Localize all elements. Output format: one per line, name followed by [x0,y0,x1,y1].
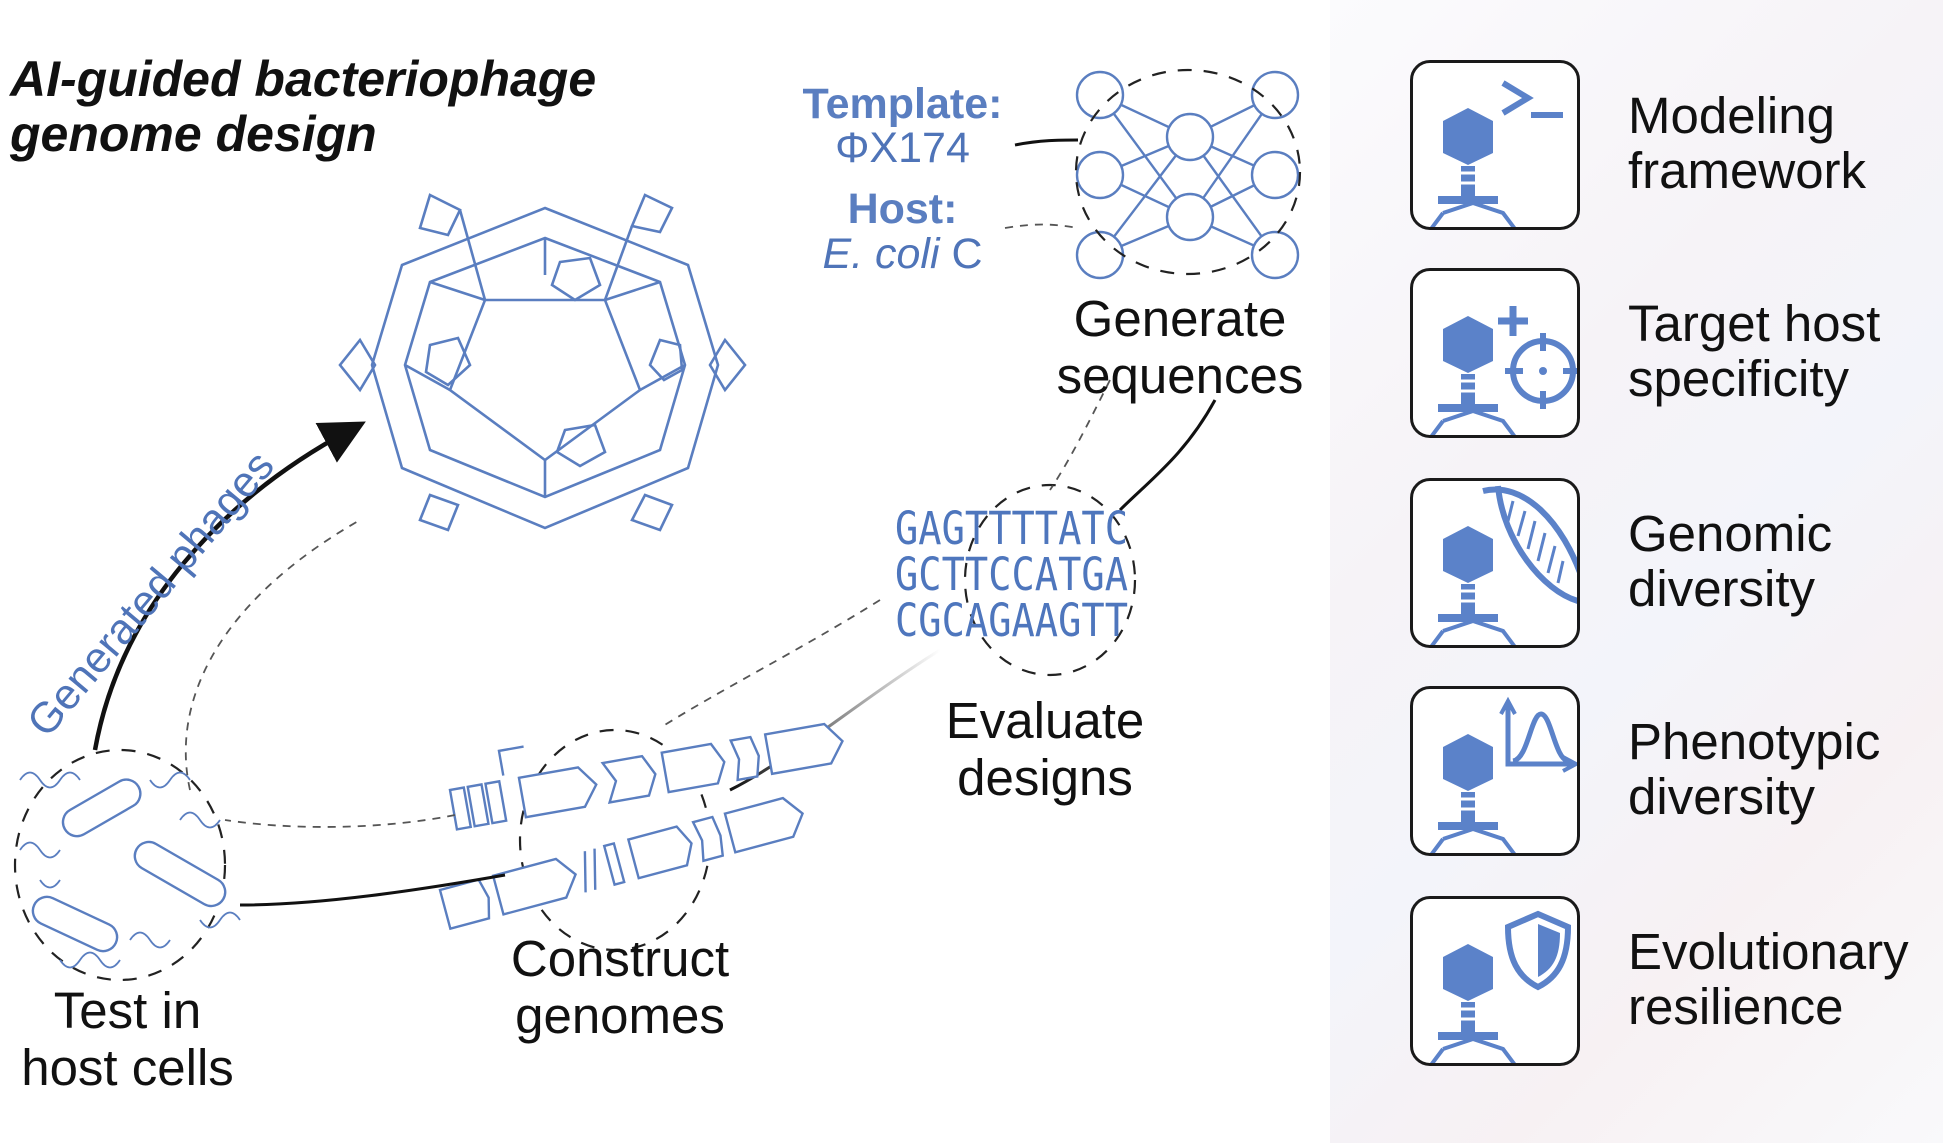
phage-icon [1430,108,1516,227]
distribution-chart-icon [1430,696,1577,853]
generated-phages-arrow [92,421,366,751]
test-focus-ring [13,748,227,982]
sequence-block: GAGTTTTATC GCTTCCATGA CGCAGAAGTT [895,506,1128,644]
feature-label-line-2: diversity [1628,768,1816,825]
terminal-icon [1430,80,1563,227]
feature-label-line-1: Phenotypic [1628,713,1881,770]
step-construct-line-1: Construct [510,930,730,987]
step-generate-line-1: Generate [1073,290,1287,347]
construct-to-test-connector [239,873,506,907]
feature-label: Modeling framework [1628,88,1866,198]
feature-label: Genomic diversity [1628,506,1832,616]
feature-evolutionary-resilience: Evolutionary resilience [1410,896,1930,1071]
neural-network-illustration [1075,70,1300,280]
phage-icon [1430,944,1516,1063]
phage-icon [1430,526,1516,645]
step-evaluate-label: Evaluate designs [915,692,1175,806]
genome-construct-illustration [438,722,844,931]
crosshair-plus-icon [1430,306,1577,435]
step-construct-line-2: genomes [515,987,725,1044]
step-test-line-1: Test in [53,982,202,1039]
feature-phenotypic-diversity: Phenotypic diversity [1410,686,1930,861]
host-organism: E. coli [822,230,940,278]
host-connector [1004,223,1079,229]
template-connector [1014,138,1079,147]
feature-label-line-1: Evolutionary [1628,923,1909,980]
feature-icon-box [1410,896,1580,1066]
step-test-label: Test in host cells [0,982,255,1096]
step-evaluate-line-2: designs [957,749,1133,806]
feature-modeling-framework: Modeling framework [1410,60,1930,235]
feature-label-line-2: specificity [1628,350,1850,407]
feature-label-line-2: resilience [1628,978,1844,1035]
step-evaluate-line-1: Evaluate [945,692,1145,749]
generate-to-evaluate-connector [1118,399,1217,512]
sequence-line: GCTTCCATGA [895,548,1129,601]
phage-icon [1430,734,1516,853]
bacteria-illustration [19,771,241,969]
feature-genomic-diversity: Genomic diversity [1410,478,1930,653]
feature-label-line-1: Modeling [1628,87,1835,144]
feature-icon-box [1410,268,1580,438]
nn-focus-ring [1074,68,1302,276]
construct-to-test-dashed [224,814,456,828]
shield-icon [1430,910,1572,1063]
step-construct-label: Construct genomes [480,930,760,1044]
dna-helix-icon [1430,485,1577,645]
feature-label-line-1: Genomic [1628,505,1833,562]
figure-title: AI-guided bacteriophage genome design [10,52,596,162]
template-value: ΦX174 [835,124,970,172]
step-generate-line-2: sequences [1056,347,1304,404]
host-strain: C [939,230,983,278]
feature-label: Target host specificity [1628,296,1880,406]
step-test-line-2: host cells [21,1039,234,1096]
sequence-line: GAGTTTTATC [895,502,1129,555]
feature-icon-box [1410,60,1580,230]
step-generate-label: Generate sequences [1030,290,1330,404]
evaluate-to-construct-dashed [659,599,881,729]
evaluate-to-construct-connector [729,648,941,792]
evaluate-focus-ring [963,483,1137,677]
feature-label-line-1: Target host [1628,295,1881,352]
feature-label-line-2: framework [1628,142,1867,199]
phage-icon [1430,316,1516,435]
feature-icon-box [1410,478,1580,648]
template-label: Template: [802,80,1003,128]
sequence-line: CGCAGAAGTT [895,594,1129,647]
feature-icon-box [1410,686,1580,856]
feature-label: Phenotypic diversity [1628,714,1880,824]
generate-to-evaluate-dashed [1049,379,1111,491]
phage-capsid-illustration [338,193,747,532]
title-line-1: AI-guided bacteriophage [10,51,597,107]
host-value: E. coli C [790,230,1015,279]
title-line-2: genome design [10,106,377,162]
feature-label: Evolutionary resilience [1628,924,1909,1034]
feature-target-host-specificity: Target host specificity [1410,268,1930,443]
feature-label-line-2: diversity [1628,560,1816,617]
test-to-capsid-dashed [184,519,361,791]
host-label: Host: [847,185,958,233]
